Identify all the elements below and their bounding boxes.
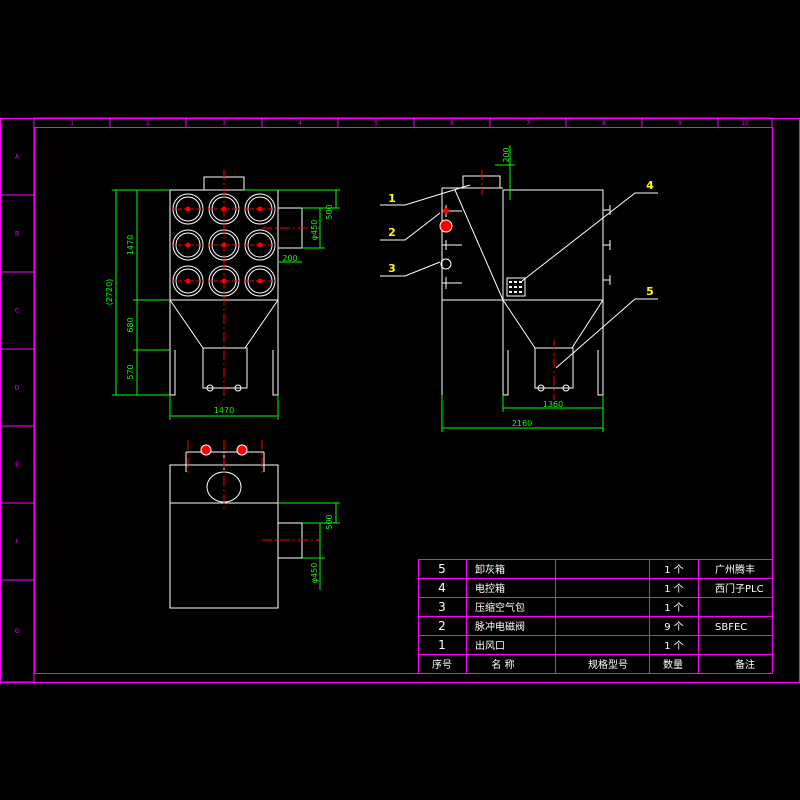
table-cell-no: 3: [438, 600, 446, 614]
front-view: (2720) 1470 680 570 500 φ450 200 1470: [105, 170, 340, 420]
dim-plan-outlet-dia: φ450: [310, 563, 319, 584]
table-cell-name: 卸灰箱: [475, 563, 505, 576]
dim-side-overall-width: 2160: [512, 419, 532, 428]
side-body: [502, 189, 604, 301]
table-cell-no: 5: [438, 562, 446, 576]
grid-row-label: B: [15, 231, 19, 238]
table-row: 4 电控箱 1 个 西门子PLC: [438, 581, 763, 595]
dim-side-inner-width: 1360: [543, 400, 563, 409]
filter-cartridge-icon: [244, 265, 276, 297]
filter-cartridge-icon: [172, 193, 204, 225]
front-ash-box: [202, 347, 248, 389]
grid-column-label: 4: [298, 120, 302, 127]
table-header: 序号 名 称 规格型号 数量 备注: [432, 658, 755, 671]
grid-column-label: 10: [741, 120, 749, 127]
grid-column-label: 2: [146, 120, 150, 127]
side-control-panel-icon: [509, 281, 522, 293]
grid-column-label: 1: [70, 120, 74, 127]
valve-icon: [200, 444, 212, 456]
table-cell-qty: 9 个: [664, 621, 684, 633]
callout-1: 1: [388, 192, 396, 205]
callout-2: 2: [388, 226, 396, 239]
grid-row-label: E: [15, 462, 19, 469]
front-left-leg: [169, 300, 176, 396]
table-row: 5 卸灰箱 1 个 广州腾丰: [438, 562, 755, 576]
front-wheel-right: [234, 384, 242, 392]
table-cell-note: 广州腾丰: [715, 563, 755, 576]
table-row: 3 压缩空气包 1 个: [438, 600, 684, 614]
table-cell-no: 4: [438, 581, 446, 595]
front-wheel-left: [206, 384, 214, 392]
dim-front-overall: (2720): [105, 279, 114, 306]
front-right-leg: [272, 300, 279, 396]
callout-5: 5: [646, 285, 654, 298]
grid-column-label: 8: [602, 120, 606, 127]
filter-cartridge-icon: [172, 229, 204, 261]
grid-column-labels: 1 2 3 4 5 6 7 8 9 10: [70, 118, 773, 127]
grid-column-label: 7: [526, 120, 530, 127]
table-cell-name: 脉冲电磁阀: [475, 620, 525, 633]
dim-front-hopper-height: 680: [126, 317, 135, 332]
air-tank-icon: [439, 219, 453, 233]
header-spec: 规格型号: [588, 658, 628, 671]
side-slope-line: [454, 189, 504, 301]
grid-row-label: D: [15, 385, 20, 392]
grid-row-label: F: [15, 539, 19, 546]
table-cell-no: 2: [438, 619, 446, 633]
callout-leaders: [380, 184, 658, 369]
dim-front-offset: 200: [282, 254, 297, 263]
filter-cartridge-icon: [244, 229, 276, 261]
grid-column-label: 5: [374, 120, 378, 127]
header-note: 备注: [735, 658, 755, 671]
dim-front-width: 1470: [214, 406, 234, 415]
table-cell-qty: 1 个: [664, 602, 684, 614]
dim-front-leg-height: 570: [126, 364, 135, 379]
table-cell-name: 电控箱: [475, 582, 505, 595]
table-cell-qty: 1 个: [664, 583, 684, 595]
valve-icon: [443, 208, 449, 214]
plan-body: [169, 464, 279, 609]
table-cell-name: 压缩空气包: [475, 601, 525, 614]
plan-view: 500 φ450: [169, 440, 340, 609]
grid-row-label: A: [15, 154, 20, 161]
side-pulse-valves: [439, 205, 462, 289]
callout-4: 4: [646, 179, 654, 192]
header-no: 序号: [432, 658, 452, 671]
grid-row-label: C: [15, 308, 19, 315]
grid-column-label: 3: [222, 120, 226, 127]
table-cell-note: 西门子PLC: [715, 582, 764, 595]
valve-icon: [236, 444, 248, 456]
dim-plan-outlet-offset: 500: [325, 514, 334, 529]
grid-column-label: 6: [450, 120, 454, 127]
grid-column-label: 9: [678, 120, 682, 127]
table-row: 2 脉冲电磁阀 9 个 SBFEC: [438, 619, 747, 633]
table-row: 1 出风口 1 个: [438, 638, 684, 652]
grid-row-labels: A B C D E F G: [0, 154, 34, 683]
grid-row-label: G: [15, 628, 20, 635]
table-cell-name: 出风口: [475, 639, 505, 652]
side-control-box: [506, 277, 526, 297]
side-view: 200 1360 2160 1 2 3 4 5: [380, 145, 658, 432]
header-name: 名 称: [491, 658, 514, 671]
table-cell-qty: 1 个: [664, 640, 684, 652]
valve-icon: [440, 258, 452, 270]
table-cell-note: SBFEC: [715, 622, 747, 633]
filter-cartridge-icon: [172, 265, 204, 297]
table-cell-no: 1: [438, 638, 446, 652]
dim-front-outlet-dia: φ450: [310, 220, 319, 241]
dim-side-top: 200: [502, 147, 511, 162]
dim-front-top-outlet: 500: [325, 204, 334, 219]
dim-front-box-height: 1470: [126, 235, 135, 255]
filter-cartridge-icon: [244, 193, 276, 225]
header-qty: 数量: [663, 658, 683, 671]
table-cell-qty: 1 个: [664, 564, 684, 576]
side-hopper: [502, 299, 604, 349]
callout-3: 3: [388, 262, 396, 275]
